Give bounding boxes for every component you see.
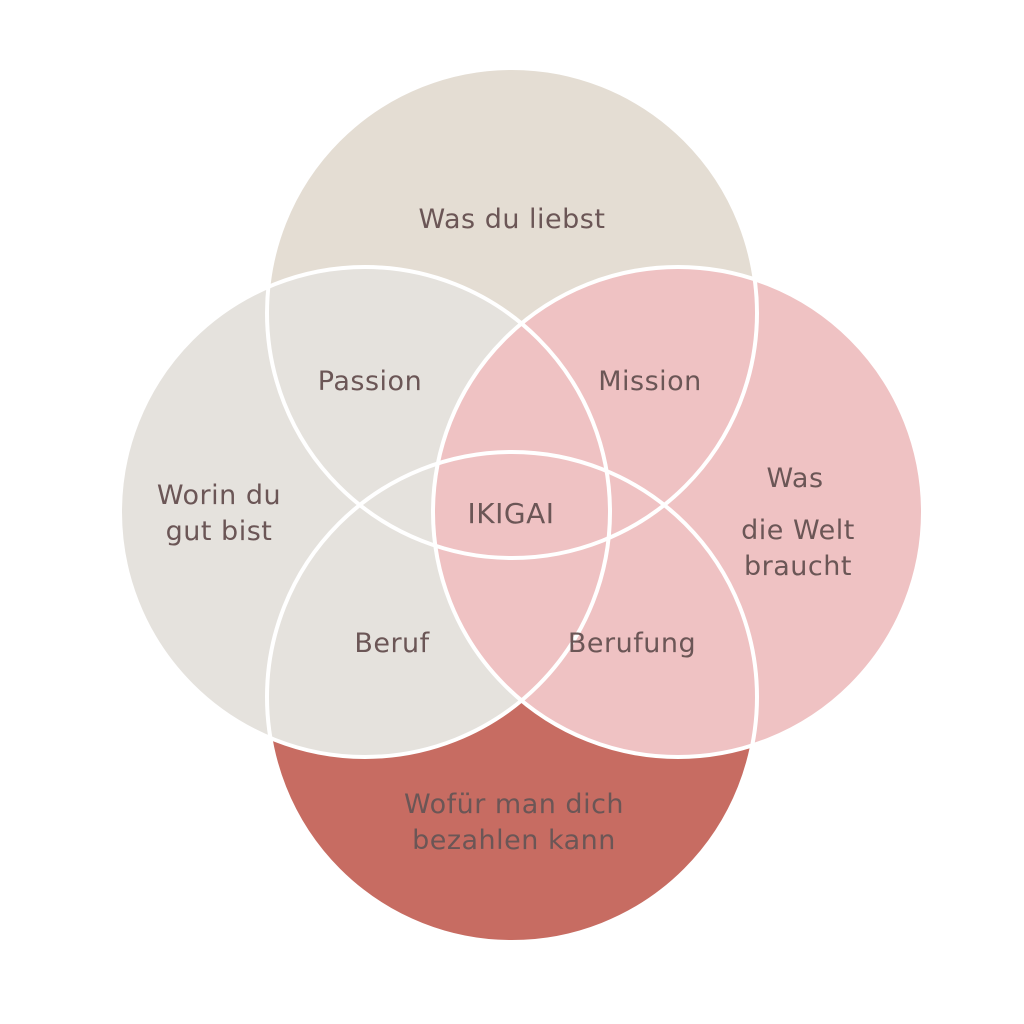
outline-left	[118, 265, 612, 759]
label-passion: Passion	[318, 366, 422, 397]
label-berufung: Berufung	[568, 628, 696, 659]
label-ikigai: IKIGAI	[468, 497, 555, 530]
overlap-center-fill	[433, 267, 610, 757]
label-beruf: Beruf	[354, 628, 430, 659]
label-was-du-liebst: Was du liebst	[419, 204, 606, 235]
label-mission: Mission	[598, 366, 702, 397]
label-wofuer-man-dich: Wofür man dich	[404, 789, 624, 820]
label-worin-du: Worin du	[157, 480, 281, 511]
label-die-welt: die Welt	[741, 515, 855, 546]
outline-bottom	[265, 450, 759, 944]
label-braucht: braucht	[744, 551, 852, 582]
outline-right	[431, 265, 925, 759]
outline-top	[265, 66, 759, 560]
label-gut-bist: gut bist	[166, 516, 273, 547]
label-was: Was	[766, 463, 823, 494]
label-bezahlen-kann: bezahlen kann	[412, 825, 616, 856]
